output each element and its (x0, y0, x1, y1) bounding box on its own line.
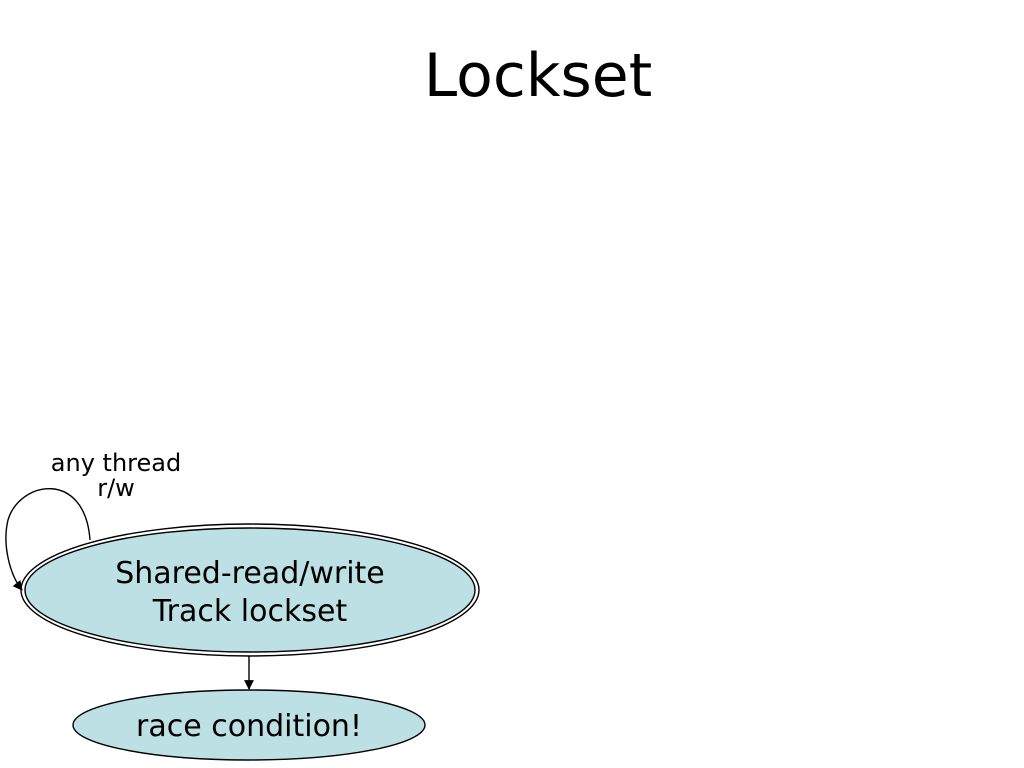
state-race-condition-shape (72, 689, 426, 761)
state-shared-read-write-outer-ring (20, 523, 480, 657)
self-loop-label-line2: r/w (97, 474, 135, 502)
self-loop-transition-arrow (5, 488, 91, 591)
self-loop-label-line1: any thread (51, 449, 181, 477)
state-shared-read-write: Shared-read/write Track lockset (20, 523, 480, 657)
state-race-condition: race condition! (72, 689, 426, 761)
state-shared-read-write-label-line1: Shared-read/write (115, 556, 385, 591)
slide-title: Lockset (423, 41, 653, 111)
state-shared-read-write-label-line2: Track lockset (152, 594, 348, 629)
state-race-condition-label: race condition! (136, 709, 362, 744)
state-shared-read-write-shape (24, 527, 476, 653)
